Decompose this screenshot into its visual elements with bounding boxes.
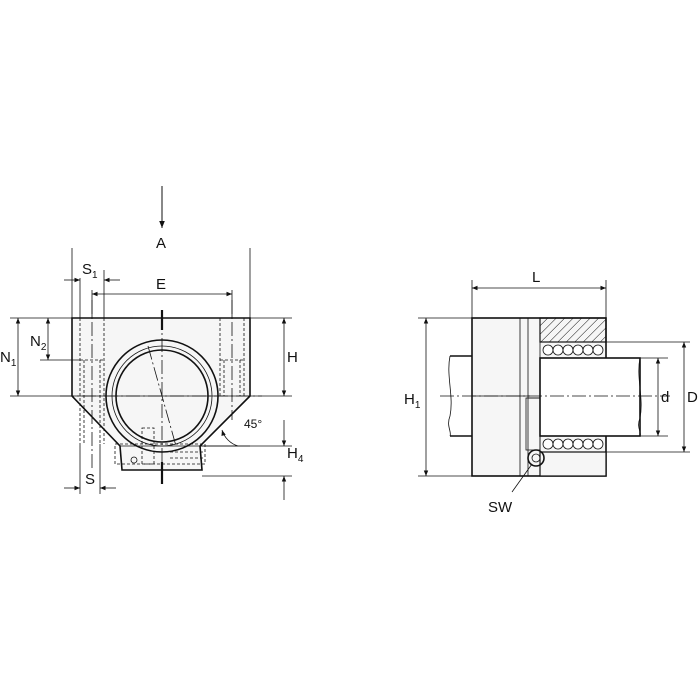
label-e: E <box>156 276 166 293</box>
label-s1: S1 <box>82 261 98 281</box>
label-d: d <box>661 389 669 406</box>
label-h4: H4 <box>287 445 304 465</box>
side-view: L H1 d D SW <box>404 269 698 516</box>
label-a: A <box>156 235 166 252</box>
front-view: A S1 E N1 N2 H H4 <box>0 186 304 500</box>
label-h1: H1 <box>404 391 421 411</box>
left-bolt-hole <box>79 300 105 470</box>
hatched-section-bottom <box>539 451 607 477</box>
label-angle: 45° <box>244 417 262 431</box>
label-big-d: D <box>687 389 698 406</box>
bearing-balls-bottom <box>539 435 607 453</box>
label-l: L <box>532 269 540 286</box>
label-h: H <box>287 349 298 366</box>
label-sw: SW <box>488 499 513 516</box>
label-n2: N2 <box>30 333 47 353</box>
clamping-screw <box>114 427 206 465</box>
label-n1: N1 <box>0 349 17 369</box>
label-s: S <box>85 471 95 488</box>
bearing-balls-top <box>539 341 607 359</box>
right-bolt-hole <box>219 300 245 420</box>
hatched-section-top <box>539 317 607 343</box>
shaft <box>539 357 641 437</box>
